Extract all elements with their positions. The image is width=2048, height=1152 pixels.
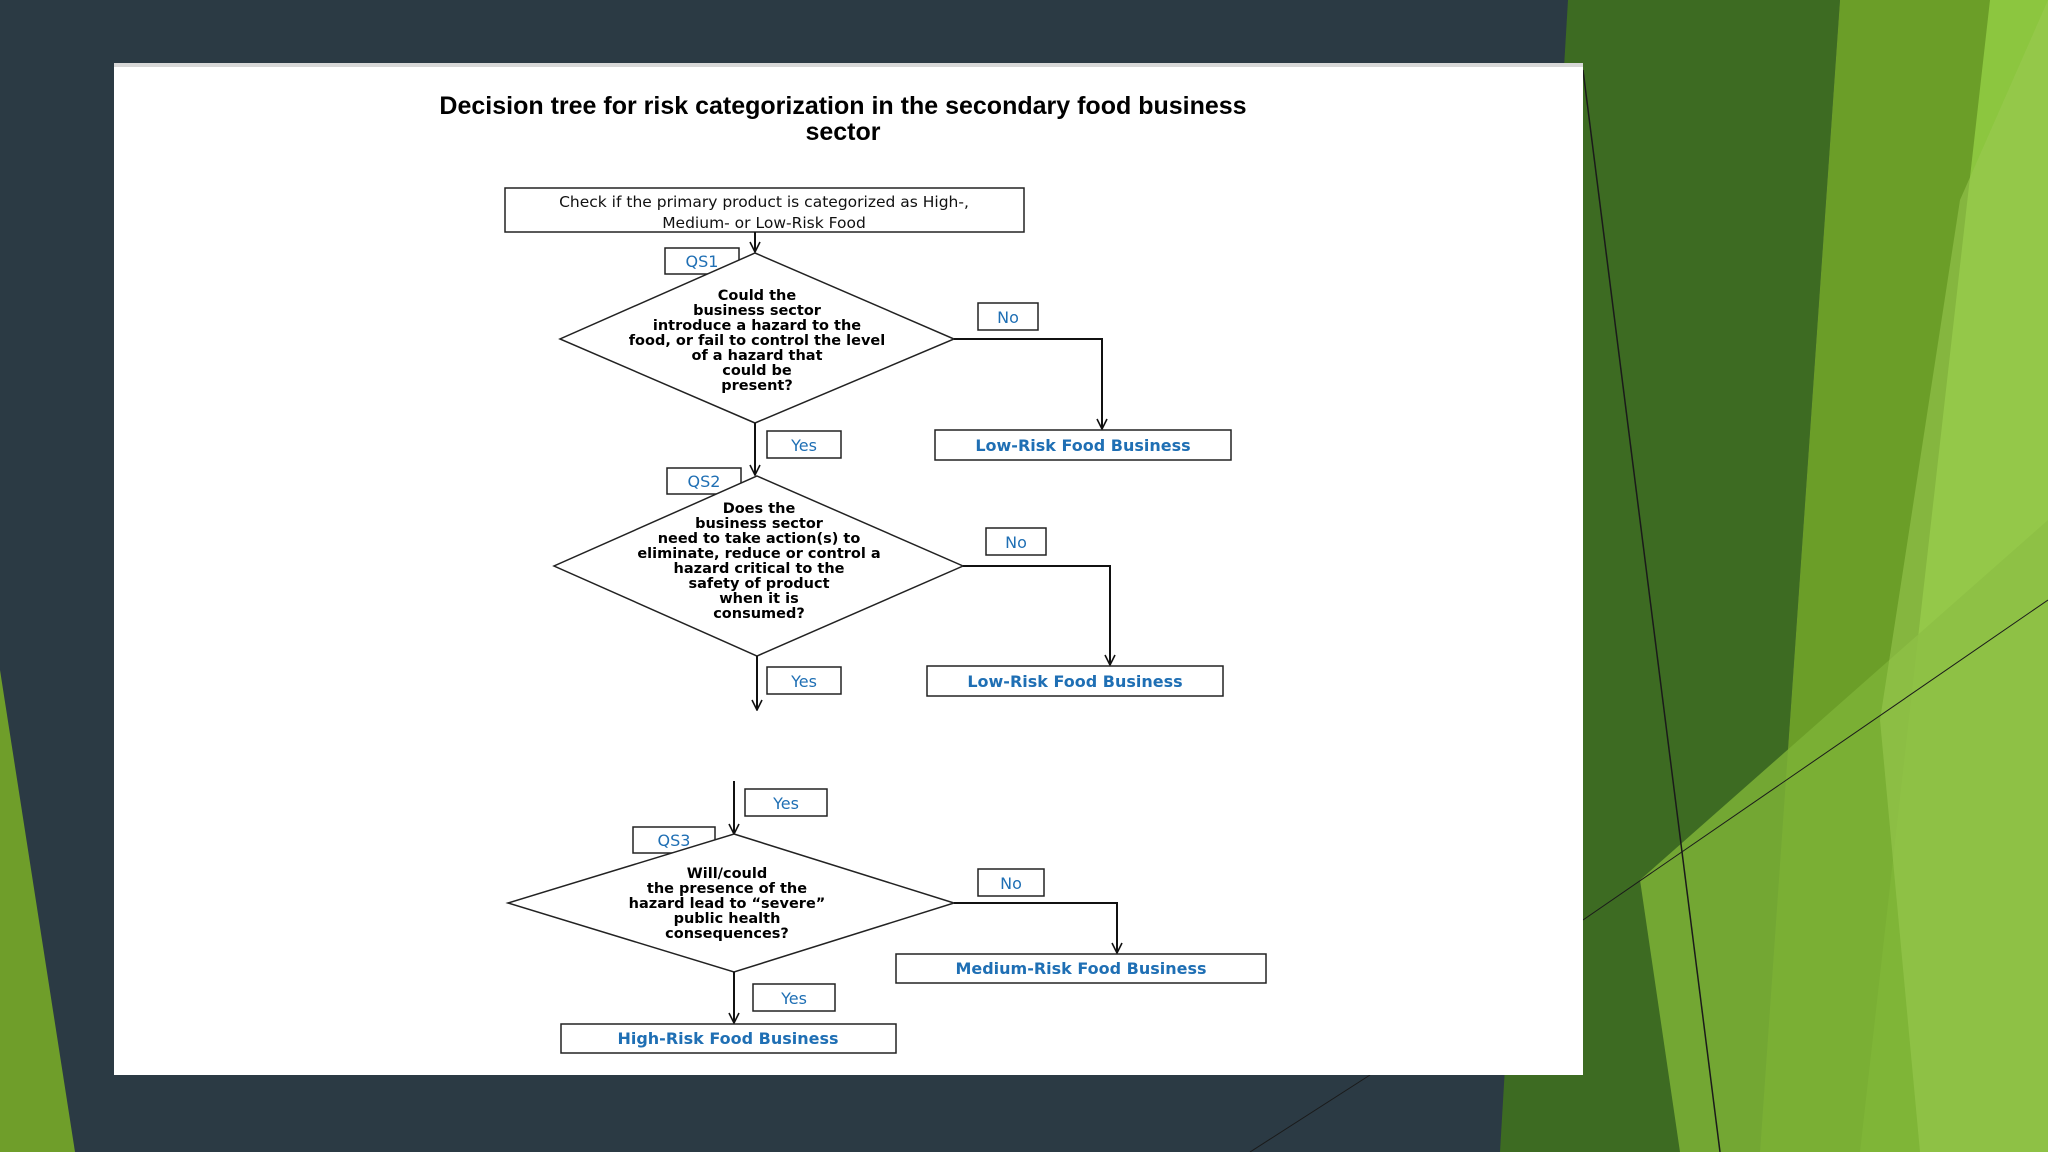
qs2-question-line-7: when it is xyxy=(719,591,798,607)
qs2-question-line-3: need to take action(s) to xyxy=(658,531,861,547)
qs2-yes-label: Yes xyxy=(790,672,817,691)
qs2-no-result-box xyxy=(926,665,1224,697)
qs3-entry-label: Yes xyxy=(772,794,799,813)
start-box xyxy=(504,187,1025,233)
qs3-yes-label: Yes xyxy=(780,989,807,1008)
qs1-question-line-6: could be xyxy=(722,363,792,379)
qs3-tag: QS3 xyxy=(658,831,691,850)
qs2-tag: QS2 xyxy=(688,472,721,491)
qs1-question-line-5: of a hazard that xyxy=(691,348,822,364)
green-stripe-left xyxy=(0,670,75,1152)
qs1-question-line-1: Could the xyxy=(718,288,797,304)
qs3-entry-label-box xyxy=(744,788,828,817)
decision-tree-diagram: Decision tree for risk categorization in… xyxy=(439,92,1267,1054)
qs2-question-line-5: hazard critical to the xyxy=(674,561,845,577)
accent-line-2 xyxy=(1582,599,2048,921)
qs3-no-label: No xyxy=(1000,874,1022,893)
qs2-no-result: Low-Risk Food Business xyxy=(967,672,1182,691)
qs3-yes-result: High-Risk Food Business xyxy=(617,1029,838,1048)
qs3-no-result-box xyxy=(895,953,1267,984)
qs1-no-result-box xyxy=(934,429,1232,461)
qs3-yes-label-box xyxy=(752,983,836,1012)
qs3-yes-result-box xyxy=(560,1023,897,1054)
edge-qs2-no xyxy=(963,565,1110,665)
qs1-question-line-7: present? xyxy=(721,378,793,394)
accent-line-3 xyxy=(1249,1074,1371,1152)
qs3-question-line-5: consequences? xyxy=(665,926,789,942)
qs2-yes-label-box xyxy=(766,666,842,695)
qs1-yes-label: Yes xyxy=(790,436,817,455)
green-stripe-right-5 xyxy=(1880,0,2048,1152)
qs2-question-line-6: safety of product xyxy=(688,576,829,592)
start-box-line-1: Check if the primary product is categori… xyxy=(559,193,969,211)
qs1-no-label-box xyxy=(977,302,1039,331)
qs1-question-line-3: introduce a hazard to the xyxy=(653,318,861,334)
qs2-no-label-box xyxy=(985,527,1047,556)
qs1-question-line-2: business sector xyxy=(693,303,822,319)
qs3-no-label-box xyxy=(977,868,1045,897)
qs3-question-line-4: public health xyxy=(674,911,781,927)
qs1-yes-label-box xyxy=(766,430,842,459)
qs3-no-result: Medium-Risk Food Business xyxy=(955,959,1206,978)
qs3-question-line-2: the presence of the xyxy=(647,881,807,897)
qs1-tag: QS1 xyxy=(686,252,719,271)
qs1-question-line-4: food, or fail to control the level xyxy=(629,333,886,349)
start-box-line-2: Medium- or Low-Risk Food xyxy=(662,214,866,232)
qs2-question-line-4: eliminate, reduce or control a xyxy=(637,546,880,562)
qs2-question-line-1: Does the xyxy=(723,501,796,517)
diagram-title-line-2: sector xyxy=(805,118,880,146)
qs2-no-label: No xyxy=(1005,533,1027,552)
edge-qs3-no xyxy=(954,902,1117,953)
qs2-question-line-2: business sector xyxy=(695,516,824,532)
qs3-question-line-1: Will/could xyxy=(687,866,767,882)
qs2-question-line-8: consumed? xyxy=(713,606,805,622)
accent-line-1 xyxy=(1582,69,1721,1152)
qs1-no-label: No xyxy=(997,308,1019,327)
edge-qs1-no xyxy=(954,338,1102,429)
slide-content: Decision tree for risk categorization in… xyxy=(114,63,1583,1075)
qs1-no-result: Low-Risk Food Business xyxy=(975,436,1190,455)
qs3-question-line-3: hazard lead to “severe” xyxy=(629,896,826,912)
diagram-title-line-1: Decision tree for risk categorization in… xyxy=(439,92,1246,120)
